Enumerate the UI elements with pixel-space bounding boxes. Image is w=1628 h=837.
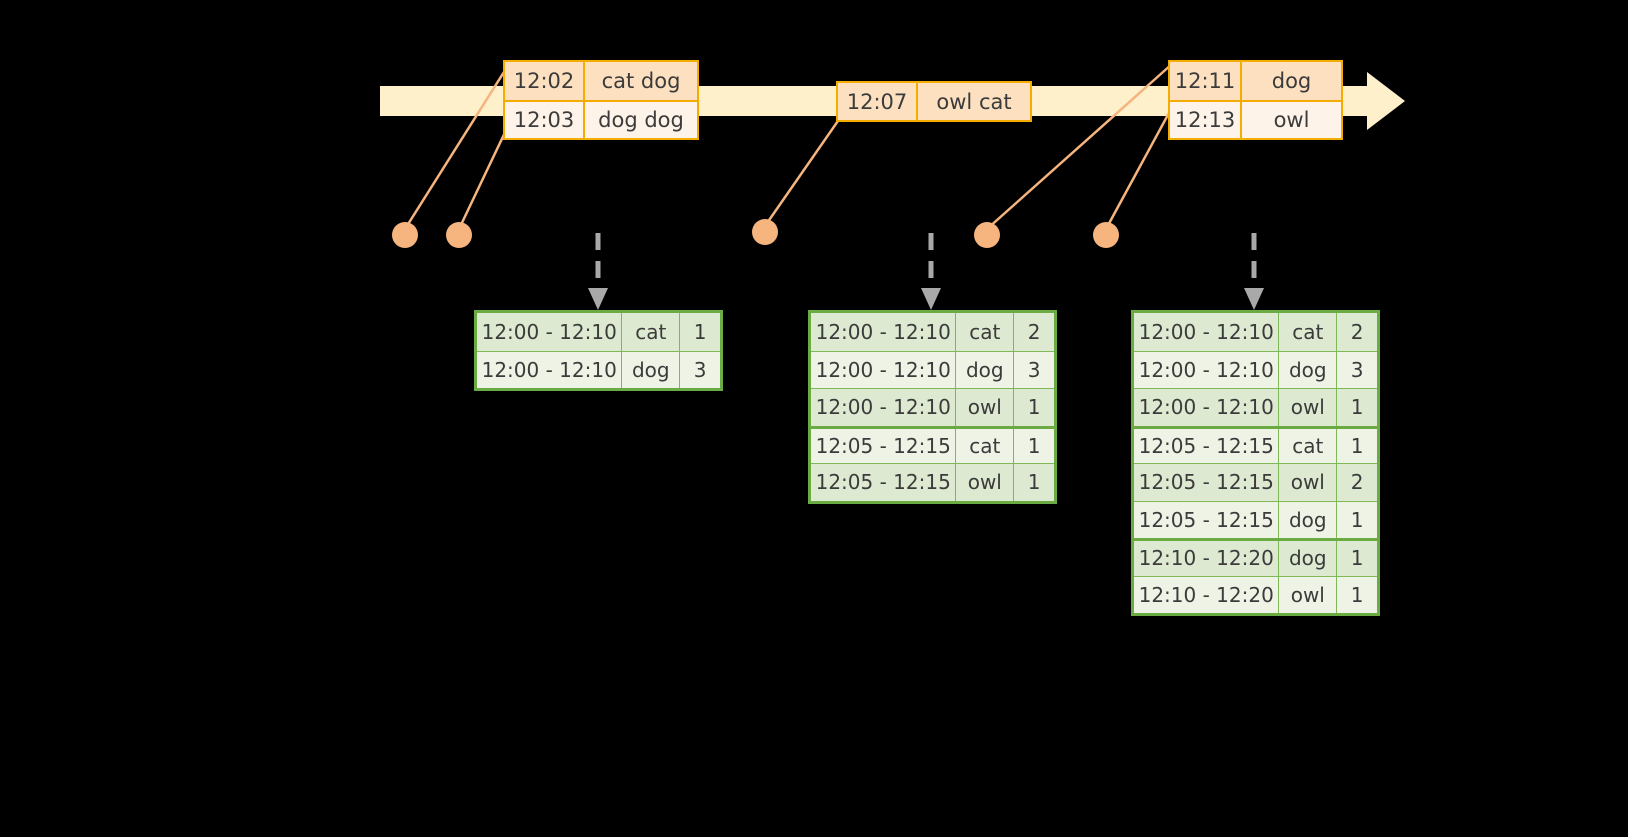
cell-count: 3: [680, 351, 720, 388]
event-timestamp: 12:03: [505, 102, 585, 138]
cell-count: 3: [1014, 351, 1054, 388]
down-arrow-1: [586, 233, 610, 310]
cell-count: 3: [1337, 351, 1377, 388]
cell-count: 1: [1337, 541, 1377, 576]
cell-count: 1: [1337, 576, 1377, 613]
cell-count: 2: [1337, 464, 1377, 501]
cell-word: dog: [622, 351, 681, 388]
event-dot-2: [446, 222, 472, 248]
cell-window: 12:05 - 12:15: [1134, 501, 1280, 538]
event-dot-1: [392, 222, 418, 248]
event-payload-text: dog dog: [585, 102, 697, 138]
timeline-arrowhead-icon: [1367, 72, 1405, 130]
cell-word: dog: [1279, 501, 1338, 538]
cell-word: cat: [956, 428, 1015, 463]
cell-word: owl: [1279, 464, 1338, 501]
cell-window: 12:00 - 12:10: [477, 351, 623, 388]
cell-window: 12:00 - 12:10: [811, 351, 957, 388]
cell-window: 12:10 - 12:20: [1134, 576, 1280, 613]
connector-line-3: [763, 117, 842, 227]
cell-window: 12:00 - 12:10: [477, 313, 623, 351]
event-payload-text: owl: [1242, 102, 1341, 138]
event-timestamp: 12:07: [838, 83, 918, 120]
cell-count: 1: [680, 313, 720, 351]
event-timestamp: 12:02: [505, 62, 585, 100]
event-dot-4: [974, 222, 1000, 248]
connector-line-1: [403, 63, 511, 230]
cell-count: 1: [1014, 389, 1054, 426]
cell-window: 12:00 - 12:10: [1134, 389, 1280, 426]
cell-window: 12:00 - 12:10: [1134, 351, 1280, 388]
cell-word: owl: [1279, 389, 1338, 426]
cell-window: 12:00 - 12:10: [1134, 313, 1280, 351]
event-payload-text: owl cat: [918, 83, 1030, 120]
event-dot-3: [752, 219, 778, 245]
cell-count: 1: [1014, 428, 1054, 463]
cell-word: owl: [956, 389, 1015, 426]
cell-word: dog: [1279, 541, 1338, 576]
down-arrow-3: [1242, 233, 1266, 310]
cell-word: owl: [1279, 576, 1338, 613]
cell-word: cat: [956, 313, 1015, 351]
cell-word: cat: [1279, 313, 1338, 351]
cell-count: 1: [1337, 389, 1377, 426]
cell-count: 2: [1337, 313, 1377, 351]
cell-window: 12:00 - 12:10: [811, 313, 957, 351]
cell-window: 12:05 - 12:15: [1134, 428, 1280, 463]
connector-line-5: [1104, 99, 1178, 230]
cell-word: dog: [1279, 351, 1338, 388]
event-payload-text: dog: [1242, 62, 1341, 100]
event-payload-text: cat dog: [585, 62, 697, 100]
connector-line-4: [986, 63, 1173, 230]
cell-word: cat: [622, 313, 681, 351]
cell-window: 12:05 - 12:15: [811, 464, 957, 501]
event-dot-5: [1093, 222, 1119, 248]
cell-word: dog: [956, 351, 1015, 388]
cell-count: 1: [1014, 464, 1054, 501]
event-timestamp: 12:11: [1170, 62, 1242, 100]
down-arrow-2: [919, 233, 943, 310]
cell-window: 12:05 - 12:15: [811, 428, 957, 463]
cell-count: 2: [1014, 313, 1054, 351]
cell-window: 12:05 - 12:15: [1134, 464, 1280, 501]
cell-word: owl: [956, 464, 1015, 501]
cell-window: 12:10 - 12:20: [1134, 541, 1280, 576]
cell-word: cat: [1279, 428, 1338, 463]
cell-count: 1: [1337, 501, 1377, 538]
event-timestamp: 12:13: [1170, 102, 1242, 138]
cell-window: 12:00 - 12:10: [811, 389, 957, 426]
cell-count: 1: [1337, 428, 1377, 463]
